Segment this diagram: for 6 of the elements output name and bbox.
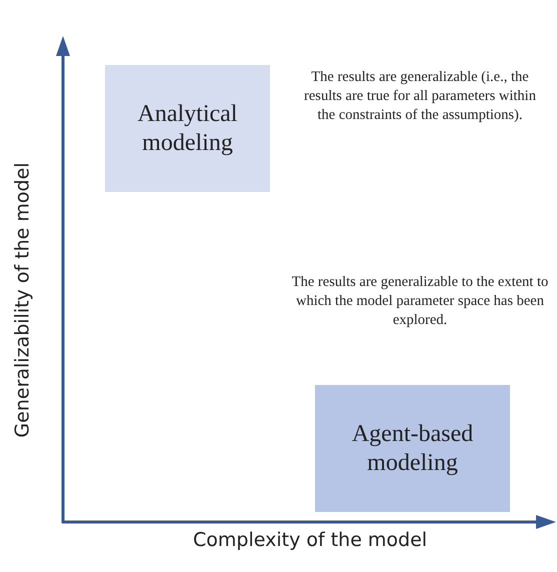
label-box: Analytical modeling bbox=[105, 65, 270, 192]
axis-title: Complexity of the model bbox=[193, 529, 428, 551]
label-box: Agent-based modeling bbox=[315, 385, 510, 512]
description-text: The results are generalizable (i.e., the results are true for all parameters within the constraints of the assumptions). bbox=[303, 68, 537, 125]
description-text: The results are generalizable to the extent to which the model parameter space has been explored. bbox=[290, 273, 550, 330]
axis-title: Generalizability of the model bbox=[11, 162, 34, 438]
